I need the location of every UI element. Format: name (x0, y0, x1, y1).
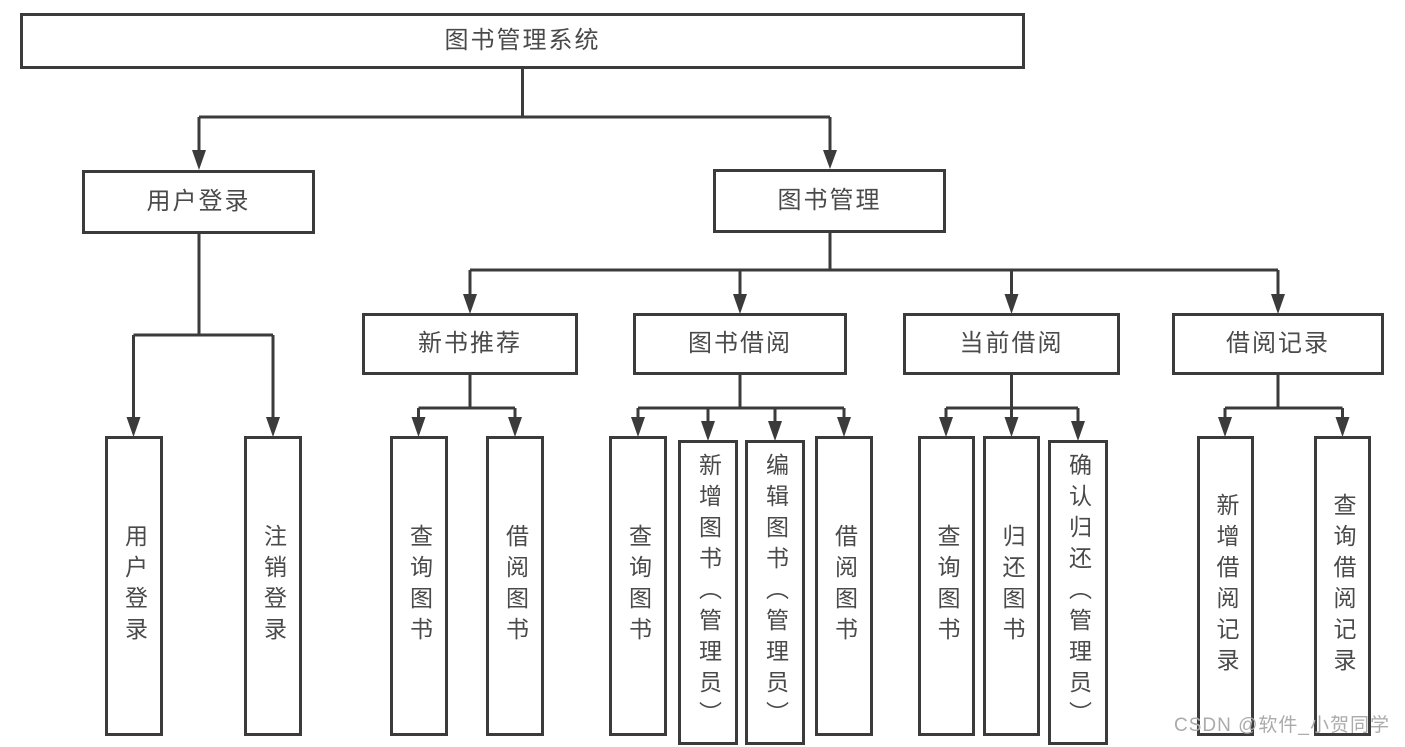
leaf-logout: 注销登录 (244, 436, 302, 736)
leaf-query-borrow-record: 查询借阅记录 (1314, 436, 1371, 736)
leaf-user-login: 用户登录 (105, 436, 163, 736)
leaf-borrow-books-newbook: 借阅图书 (486, 436, 544, 736)
leaf-confirm-return-admin: 确认归还（管理员） (1048, 440, 1108, 745)
leaf-add-book-admin: 新增图书（管理员） (678, 440, 738, 745)
leaf-query-books-newbook: 查询图书 (390, 436, 448, 736)
edge-current-split (944, 375, 1080, 423)
leaf-add-borrow-record: 新增借阅记录 (1197, 436, 1254, 736)
edge-login-split (132, 234, 275, 419)
node-user-login: 用户登录 (82, 170, 315, 234)
leaf-borrow-books-borrow: 借阅图书 (815, 436, 873, 736)
arrowheads (126, 150, 1350, 441)
edge-mgmt-split (468, 233, 1280, 296)
edge-borrow-split (636, 375, 846, 423)
node-root: 图书管理系统 (20, 13, 1025, 69)
leaf-query-books-current: 查询图书 (918, 436, 975, 736)
leaf-return-books: 归还图书 (983, 436, 1040, 736)
node-current-borrow: 当前借阅 (903, 313, 1120, 375)
edge-records-split (1223, 375, 1344, 419)
leaf-query-books-borrow: 查询图书 (609, 436, 667, 736)
watermark: CSDN @软件_小贺同学 (1174, 715, 1390, 736)
edge-root-split (197, 69, 832, 152)
node-book-management: 图书管理 (713, 169, 946, 233)
edge-newbook-split (417, 375, 517, 419)
node-new-book-recommend: 新书推荐 (362, 313, 578, 375)
leaf-edit-book-admin: 编辑图书（管理员） (745, 440, 805, 745)
node-book-borrow: 图书借阅 (633, 313, 847, 375)
node-borrow-records: 借阅记录 (1172, 313, 1384, 375)
